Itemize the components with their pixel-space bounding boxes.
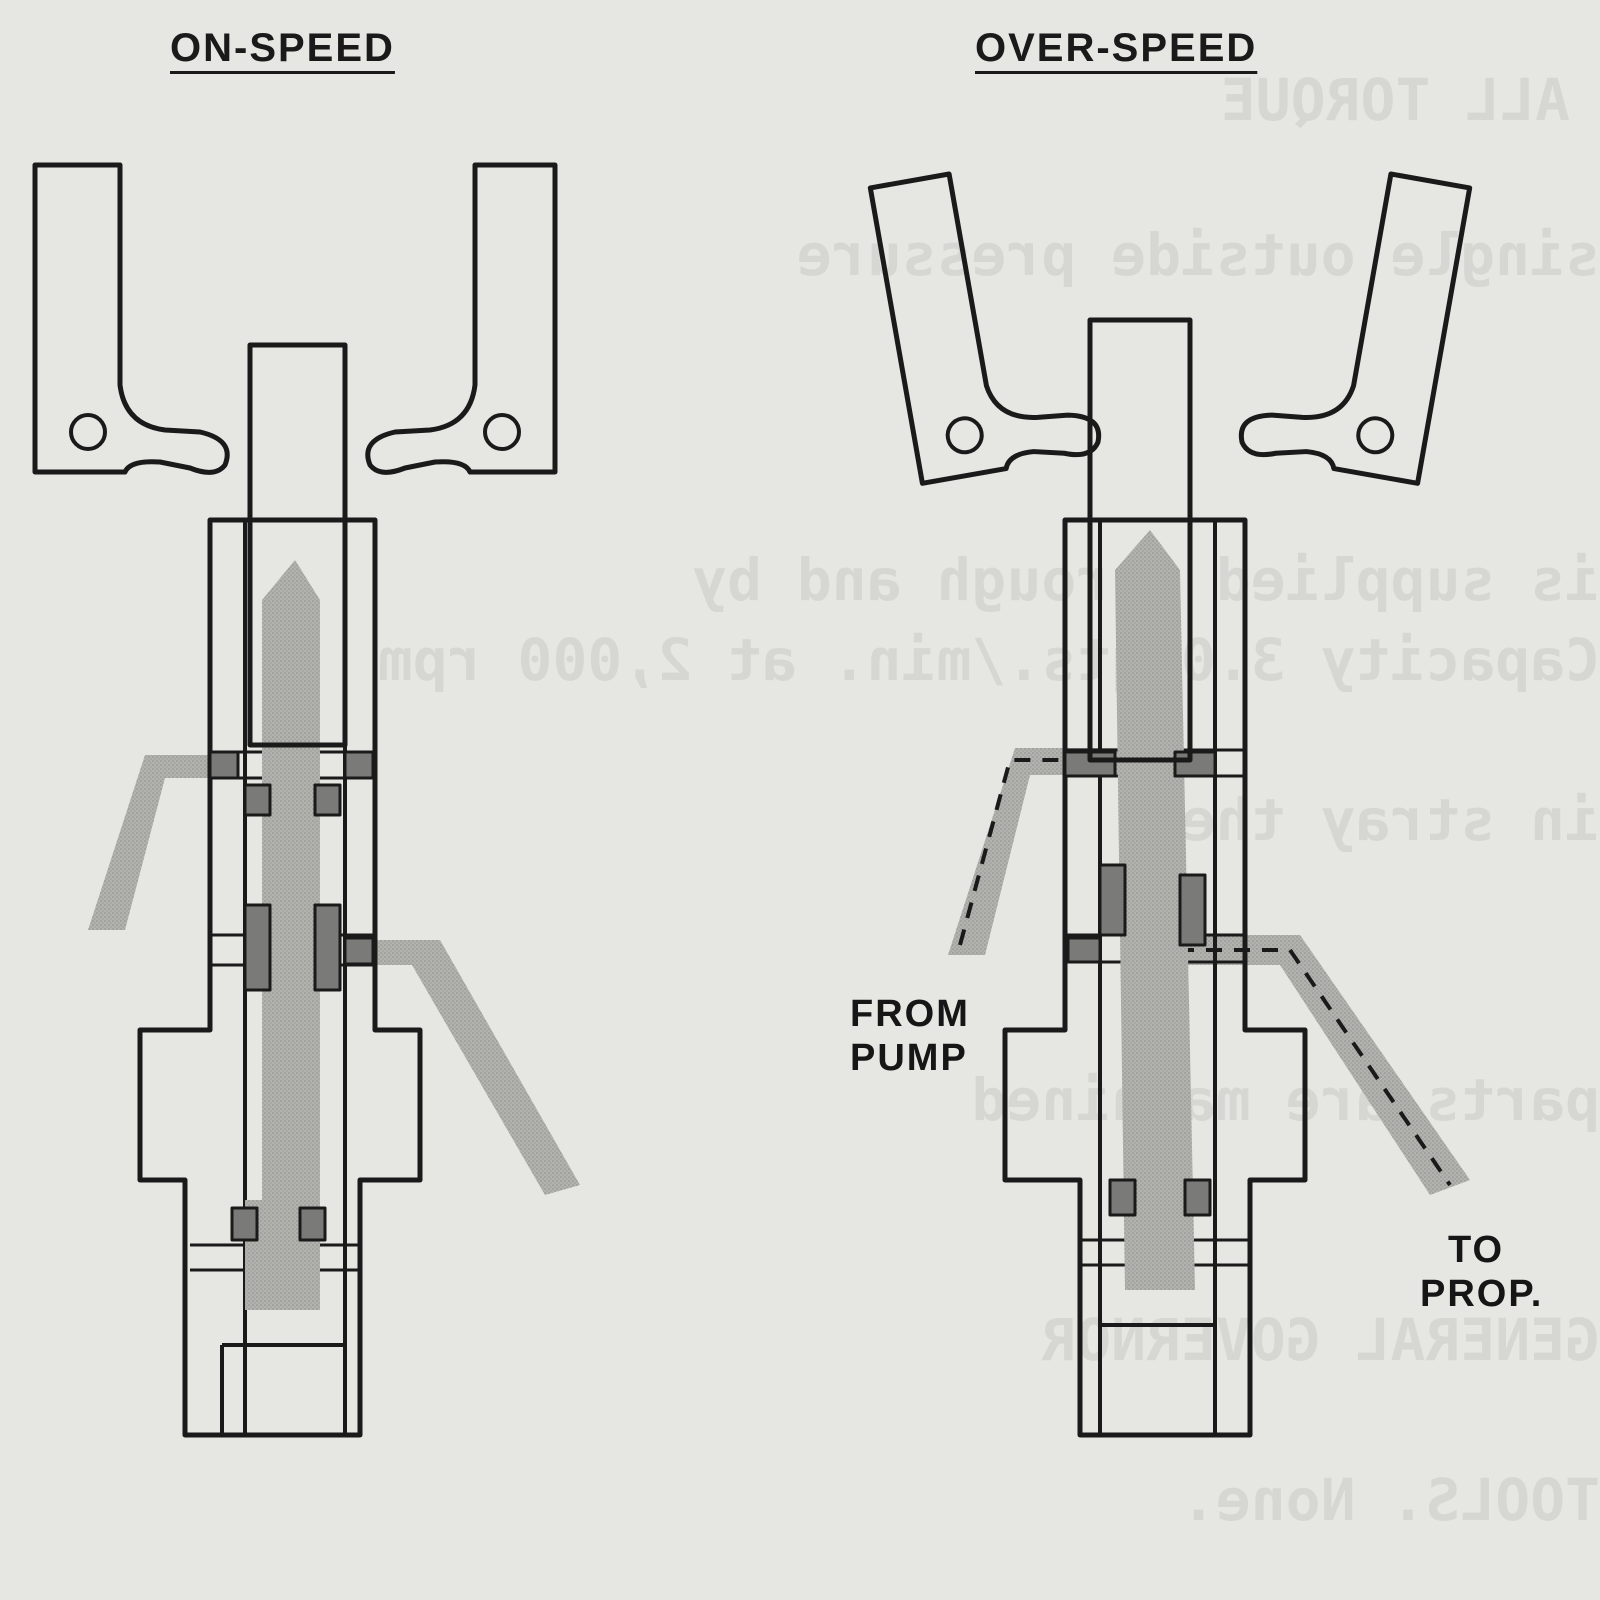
- from-pump-line-2: PUMP: [850, 1037, 968, 1079]
- over-speed-diagram: [867, 171, 1473, 1438]
- to-prop-label: TO PROP.: [1420, 1228, 1543, 1316]
- valve-lands: [208, 750, 375, 1242]
- oil-line-left: [88, 755, 215, 930]
- from-pump-label: FROM PUMP: [850, 992, 970, 1080]
- flyweight-left: [867, 171, 1102, 486]
- to-prop-line-1: TO: [1448, 1229, 1505, 1271]
- drive-shaft: [247, 342, 348, 748]
- svg-text:ALL TORQUE: ALL TORQUE: [1221, 66, 1570, 134]
- over-speed-title: OVER-SPEED: [975, 26, 1258, 70]
- governor-body: [1002, 517, 1308, 1438]
- to-prop-line-2: PROP.: [1420, 1273, 1544, 1315]
- svg-text:TOOLS. None.: TOOLS. None.: [1181, 1466, 1600, 1534]
- svg-text:Capacity 3.0 qts./min. at 2,00: Capacity 3.0 qts./min. at 2,000 rpm: [378, 626, 1600, 694]
- bleed-through-texture: ALL TORQUE single outside pressure is su…: [378, 66, 1600, 1534]
- svg-text:parts are machined: parts are machined: [971, 1066, 1600, 1134]
- flyweight-right: [365, 162, 558, 475]
- svg-text:GENERAL GOVERNOR: GENERAL GOVERNOR: [1041, 1306, 1600, 1374]
- flyweight-right: [1238, 171, 1473, 486]
- drive-shaft: [1087, 317, 1193, 763]
- svg-text:single outside pressure: single outside pressure: [797, 221, 1600, 289]
- pilot-valve: [1115, 530, 1195, 1290]
- from-pump-line-1: FROM: [850, 993, 970, 1035]
- svg-text:in stray the: in stray the: [1181, 786, 1600, 854]
- valve-lands: [1063, 750, 1217, 1217]
- flyweight-left: [32, 162, 230, 475]
- on-speed-diagram: [32, 162, 580, 1438]
- oil-line-outlet: [1150, 935, 1470, 1195]
- oil-line-right: [340, 940, 580, 1195]
- on-speed-title: ON-SPEED: [170, 26, 395, 70]
